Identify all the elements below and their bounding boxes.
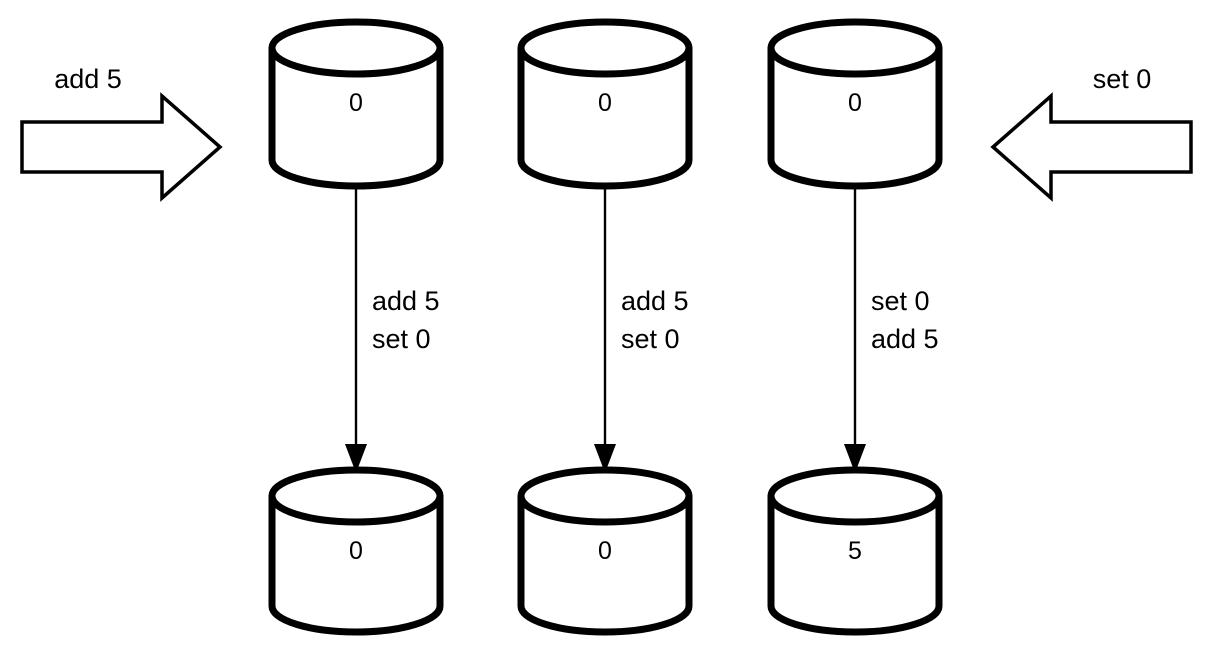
database-top-ellipse [517,466,693,526]
replica-3-bottom-database[interactable]: 5 [767,466,943,636]
input-label-right: set 0 [1093,64,1152,94]
replica-2-flow-arrow [594,186,616,473]
database-top-ellipse [767,18,943,78]
input-arrow-left[interactable] [20,92,223,202]
arrowhead-down-icon [594,444,616,473]
replica-3-operation-1: set 0 [871,286,930,316]
arrowhead-down-icon [844,444,866,473]
database-cylinder-icon [268,492,444,636]
replica-1-top-value: 0 [349,89,363,117]
database-top-ellipse [268,466,444,526]
replica-3-bottom-value: 5 [848,537,862,565]
block-arrow-right-icon [20,92,223,202]
replica-2-top-database[interactable]: 0 [517,18,693,190]
replica-3-operation-2: add 5 [871,324,939,354]
replica-1-flow-arrow [345,186,367,473]
replica-2-operation-2: set 0 [621,324,680,354]
replica-2-bottom-value: 0 [598,537,612,565]
block-arrow-left-icon [990,92,1193,202]
replica-2-top-value: 0 [598,89,612,117]
replica-3-top-value: 0 [848,89,862,117]
replica-2-bottom-database[interactable]: 0 [517,466,693,636]
arrowhead-down-icon [345,444,367,473]
database-cylinder-icon [268,44,444,190]
input-arrow-right[interactable] [990,92,1193,202]
replica-2-operation-1: add 5 [621,286,689,316]
replica-1-top-database[interactable]: 0 [268,18,444,190]
replica-1-bottom-database[interactable]: 0 [268,466,444,636]
replica-1-operation-1: add 5 [372,286,440,316]
replica-3-flow-arrow [844,186,866,473]
database-top-ellipse [268,18,444,78]
database-cylinder-icon [767,492,943,636]
database-cylinder-icon [517,44,693,190]
database-top-ellipse [767,466,943,526]
replica-3-top-database[interactable]: 0 [767,18,943,190]
replica-1-bottom-value: 0 [349,537,363,565]
database-cylinder-icon [767,44,943,190]
database-cylinder-icon [517,492,693,636]
database-top-ellipse [517,18,693,78]
replica-1-operation-2: set 0 [372,324,431,354]
input-label-left: add 5 [54,64,122,94]
